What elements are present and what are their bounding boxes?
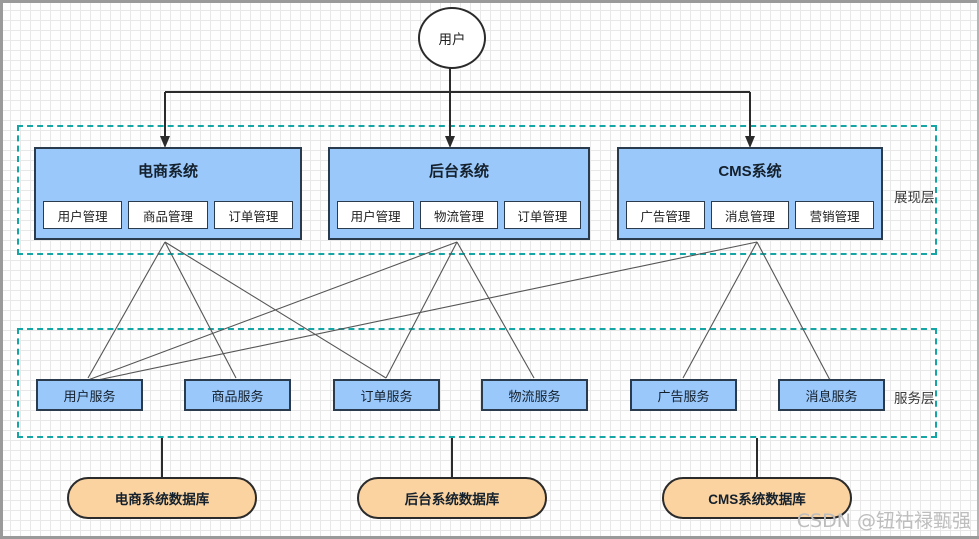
system-cms[interactable]: CMS系统 广告管理 消息管理 营销管理	[617, 147, 883, 240]
canvas-left-edge	[0, 0, 3, 539]
system-cms-title: CMS系统	[718, 163, 782, 180]
module-user-management-backend[interactable]: 用户管理	[337, 201, 415, 229]
layer-database-links	[161, 438, 758, 478]
module-marketing-management[interactable]: 营销管理	[795, 201, 875, 229]
service-user[interactable]: 用户服务	[36, 379, 143, 411]
service-logistics[interactable]: 物流服务	[481, 379, 588, 411]
system-ecommerce[interactable]: 电商系统 用户管理 商品管理 订单管理	[34, 147, 302, 240]
database-backend[interactable]: 后台系统数据库	[357, 477, 547, 519]
system-backend[interactable]: 后台系统 用户管理 物流管理 订单管理	[328, 147, 590, 240]
csdn-watermark: CSDN @钮祜禄甄强	[796, 510, 971, 532]
module-user-management[interactable]: 用户管理	[43, 201, 123, 229]
system-ecommerce-modules: 用户管理 商品管理 订单管理	[43, 201, 293, 229]
system-backend-modules: 用户管理 物流管理 订单管理	[337, 201, 581, 229]
module-ad-management[interactable]: 广告管理	[626, 201, 705, 229]
service-layer-label: 服务层	[894, 391, 935, 406]
system-cms-modules: 广告管理 消息管理 营销管理	[626, 201, 875, 229]
canvas-bottom-edge	[0, 536, 979, 539]
presentation-layer-label: 展现层	[894, 190, 935, 205]
database-ecommerce[interactable]: 电商系统数据库	[67, 477, 257, 519]
service-order[interactable]: 订单服务	[333, 379, 440, 411]
module-product-management[interactable]: 商品管理	[128, 201, 208, 229]
system-ecommerce-title: 电商系统	[137, 163, 198, 180]
actor-user[interactable]: 用户	[418, 7, 486, 69]
module-message-management[interactable]: 消息管理	[710, 201, 790, 229]
canvas-top-edge	[0, 0, 979, 3]
canvas-right-edge	[977, 0, 979, 539]
system-backend-title: 后台系统	[428, 163, 489, 180]
service-product[interactable]: 商品服务	[184, 379, 291, 411]
module-order-management[interactable]: 订单管理	[213, 201, 293, 229]
service-ad[interactable]: 广告服务	[630, 379, 737, 411]
database-cms[interactable]: CMS系统数据库	[662, 477, 852, 519]
module-order-management-backend[interactable]: 订单管理	[503, 201, 581, 229]
service-message[interactable]: 消息服务	[778, 379, 885, 411]
module-logistics-management[interactable]: 物流管理	[420, 201, 498, 229]
actor-user-label: 用户	[438, 32, 466, 47]
